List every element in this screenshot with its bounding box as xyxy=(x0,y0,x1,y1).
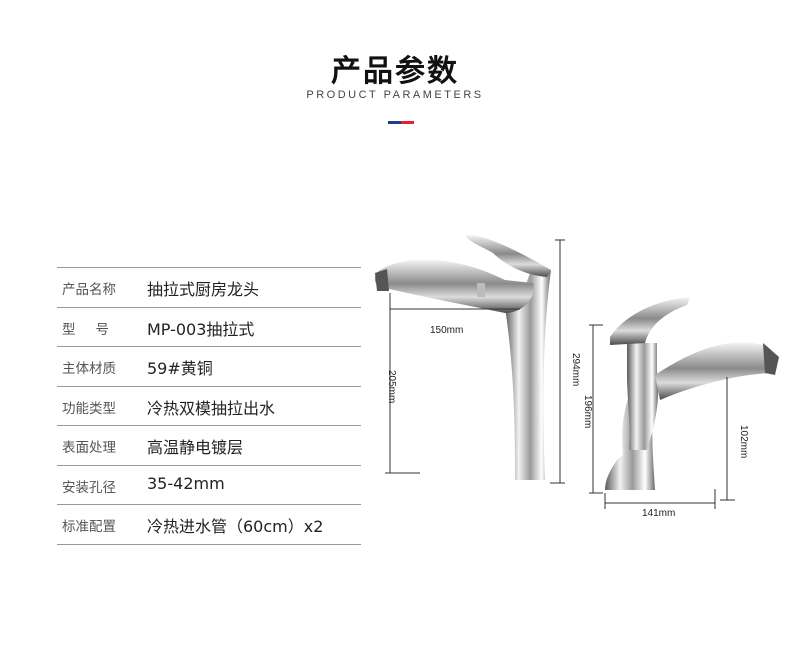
spec-value: 抽拉式厨房龙头 xyxy=(147,280,260,299)
spec-row: 产品名称 抽拉式厨房龙头 xyxy=(57,267,361,308)
spec-row: 型号 MP-003抽拉式 xyxy=(57,308,361,347)
faucet-dimension-diagram: 150mm 294mm 205mm 196mm 141mm 102mm xyxy=(374,234,779,519)
page-title: 产品参数 xyxy=(331,54,459,89)
accent-divider xyxy=(388,121,414,124)
spec-row: 功能类型 冷热双模抽拉出水 xyxy=(57,387,361,426)
tall-reach-label: 150mm xyxy=(430,325,463,336)
spec-value: 59#黄铜 xyxy=(147,359,213,378)
spec-row: 表面处理 高温静电镀层 xyxy=(57,426,361,466)
spec-label: 功能类型 xyxy=(62,400,116,417)
tall-height-label: 294mm xyxy=(570,353,581,386)
short-spout-height-label: 102mm xyxy=(738,425,749,458)
spec-row: 主体材质 59#黄铜 xyxy=(57,347,361,387)
spec-label: 安装孔径 xyxy=(62,479,116,496)
spec-label: 表面处理 xyxy=(62,440,116,456)
spec-label: 型号 xyxy=(62,321,129,338)
short-reach-label: 141mm xyxy=(642,508,675,519)
short-height-label: 196mm xyxy=(582,395,593,428)
spec-value: 冷热进水管（60cm）x2 xyxy=(147,517,324,536)
spec-label: 主体材质 xyxy=(62,361,116,377)
page-subtitle: PRODUCT PARAMETERS xyxy=(306,89,484,101)
spec-row: 安装孔径 35-42mm xyxy=(57,466,361,505)
spec-value: 高温静电镀层 xyxy=(147,438,244,457)
short-faucet-image xyxy=(605,297,779,490)
spec-label: 标准配置 xyxy=(62,519,116,535)
spec-value: 冷热双模抽拉出水 xyxy=(147,398,276,418)
spec-label: 产品名称 xyxy=(62,282,116,298)
tall-faucet-image xyxy=(374,234,551,480)
tall-spout-height-label: 205mm xyxy=(386,370,397,403)
spec-table: 产品名称 抽拉式厨房龙头 型号 MP-003抽拉式 主体材质 59#黄铜 功能类… xyxy=(57,267,361,545)
spec-value: 35-42mm xyxy=(147,473,225,493)
spec-row: 标准配置 冷热进水管（60cm）x2 xyxy=(57,505,361,545)
spec-value: MP-003抽拉式 xyxy=(147,319,255,339)
